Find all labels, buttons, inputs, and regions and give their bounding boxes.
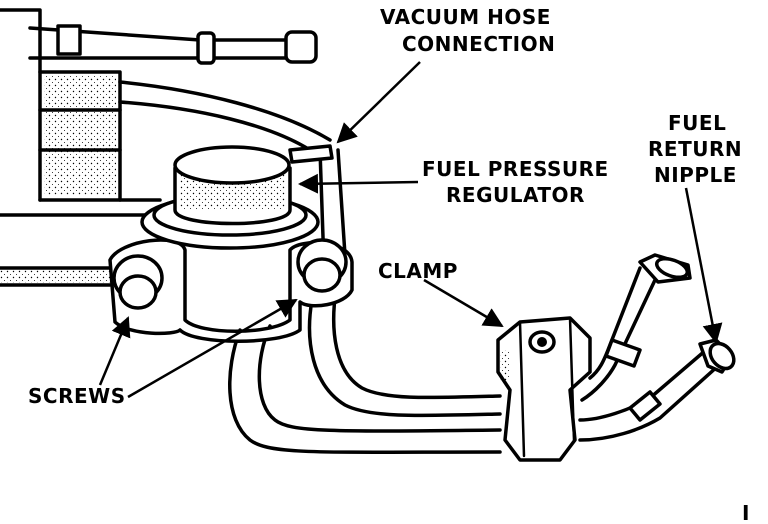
vacuum-hose-label-line2: CONNECTION: [402, 32, 555, 56]
clamp-label: CLAMP: [378, 259, 458, 283]
screws-label: SCREWS: [28, 384, 126, 408]
screw-right-leader: [127, 298, 298, 399]
regulator-label-line1: FUEL PRESSURE: [422, 157, 609, 181]
return-nipple-label-line2: RETURN: [648, 137, 742, 161]
vacuum-hose-leader: [336, 61, 421, 144]
clamp: [496, 316, 592, 462]
return-nipple-label-line1: FUEL: [668, 111, 726, 135]
return-nipple-leader: [684, 187, 723, 344]
regulator-label-line2: REGULATOR: [446, 183, 585, 207]
leader-lines: [98, 61, 723, 399]
vacuum-hose-label-line1: VACUUM HOSE: [380, 5, 551, 29]
screw-left-leader: [98, 316, 131, 386]
engine-structure: [0, 8, 332, 287]
callout-labels: VACUUM HOSE CONNECTION FUEL PRESSURE REG…: [28, 5, 750, 524]
clamp-leader: [423, 278, 504, 328]
corner-mark: I: [742, 501, 750, 524]
regulator-leader: [298, 173, 419, 194]
fuel-pressure-regulator: [108, 144, 354, 343]
return-nipple-label-line3: NIPPLE: [654, 163, 737, 187]
